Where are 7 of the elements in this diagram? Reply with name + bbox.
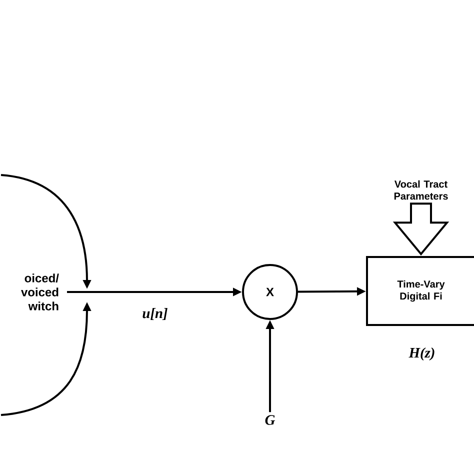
filter-box: Time-Vary Digital Fi: [366, 256, 474, 326]
block-arrow: [392, 202, 450, 256]
parameter-label: Vocal Tract Parameters: [394, 180, 448, 200]
switch-label: oiced/ voiced witch: [21, 274, 59, 310]
transfer-function-label: H(z): [408, 347, 434, 361]
gain-label: G: [265, 415, 276, 425]
edge-label: u[n]: [141, 307, 169, 321]
